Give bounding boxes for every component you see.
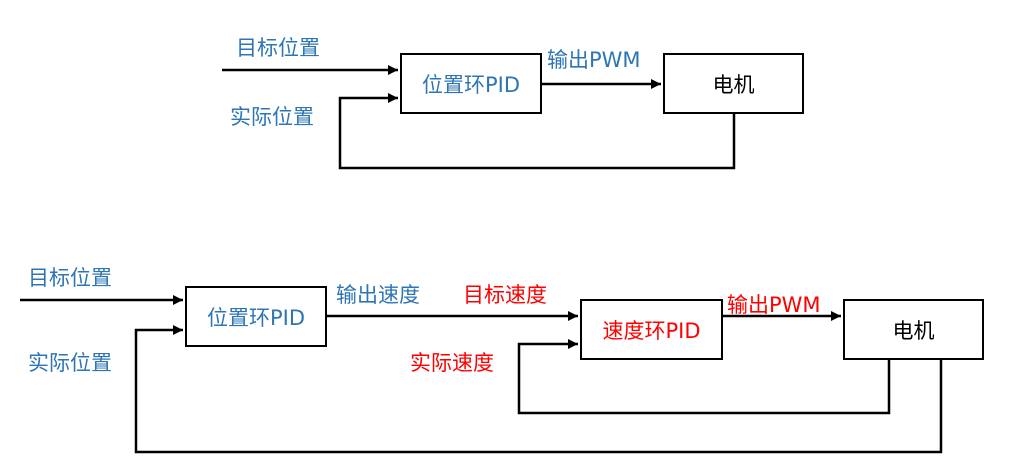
bottom-position-loop-pid-label: 位置环PID	[206, 305, 306, 330]
bottom-position-loop-pid-box: 位置环PID	[185, 286, 327, 347]
bottom-output-speed-label: 输出速度	[336, 283, 420, 307]
bottom-actual-position-label: 实际位置	[28, 351, 112, 375]
top-motor-box: 电机	[663, 53, 804, 114]
top-position-feedback-line	[338, 93, 736, 170]
top-position-loop-pid-label: 位置环PID	[421, 72, 521, 97]
bottom-motor-box: 电机	[843, 299, 984, 360]
top-motor-label: 电机	[712, 72, 755, 97]
bottom-actual-speed-label: 实际速度	[410, 351, 494, 375]
bottom-speed-loop-pid-box: 速度环PID	[580, 299, 723, 360]
bottom-position-feedback-line	[134, 325, 943, 454]
bottom-target-position-label: 目标位置	[28, 266, 112, 290]
bottom-speed-feedback-line	[517, 339, 891, 415]
top-actual-position-label: 实际位置	[230, 105, 314, 129]
bottom-target-speed-label: 目标速度	[463, 283, 547, 307]
bottom-speed-loop-pid-label: 速度环PID	[602, 318, 701, 343]
top-target-position-label: 目标位置	[236, 36, 320, 60]
bottom-output-pwm-label: 输出PWM	[727, 293, 821, 317]
bottom-motor-label: 电机	[892, 318, 935, 343]
top-position-loop-pid-box: 位置环PID	[400, 53, 542, 114]
top-output-pwm-label: 输出PWM	[547, 48, 641, 72]
